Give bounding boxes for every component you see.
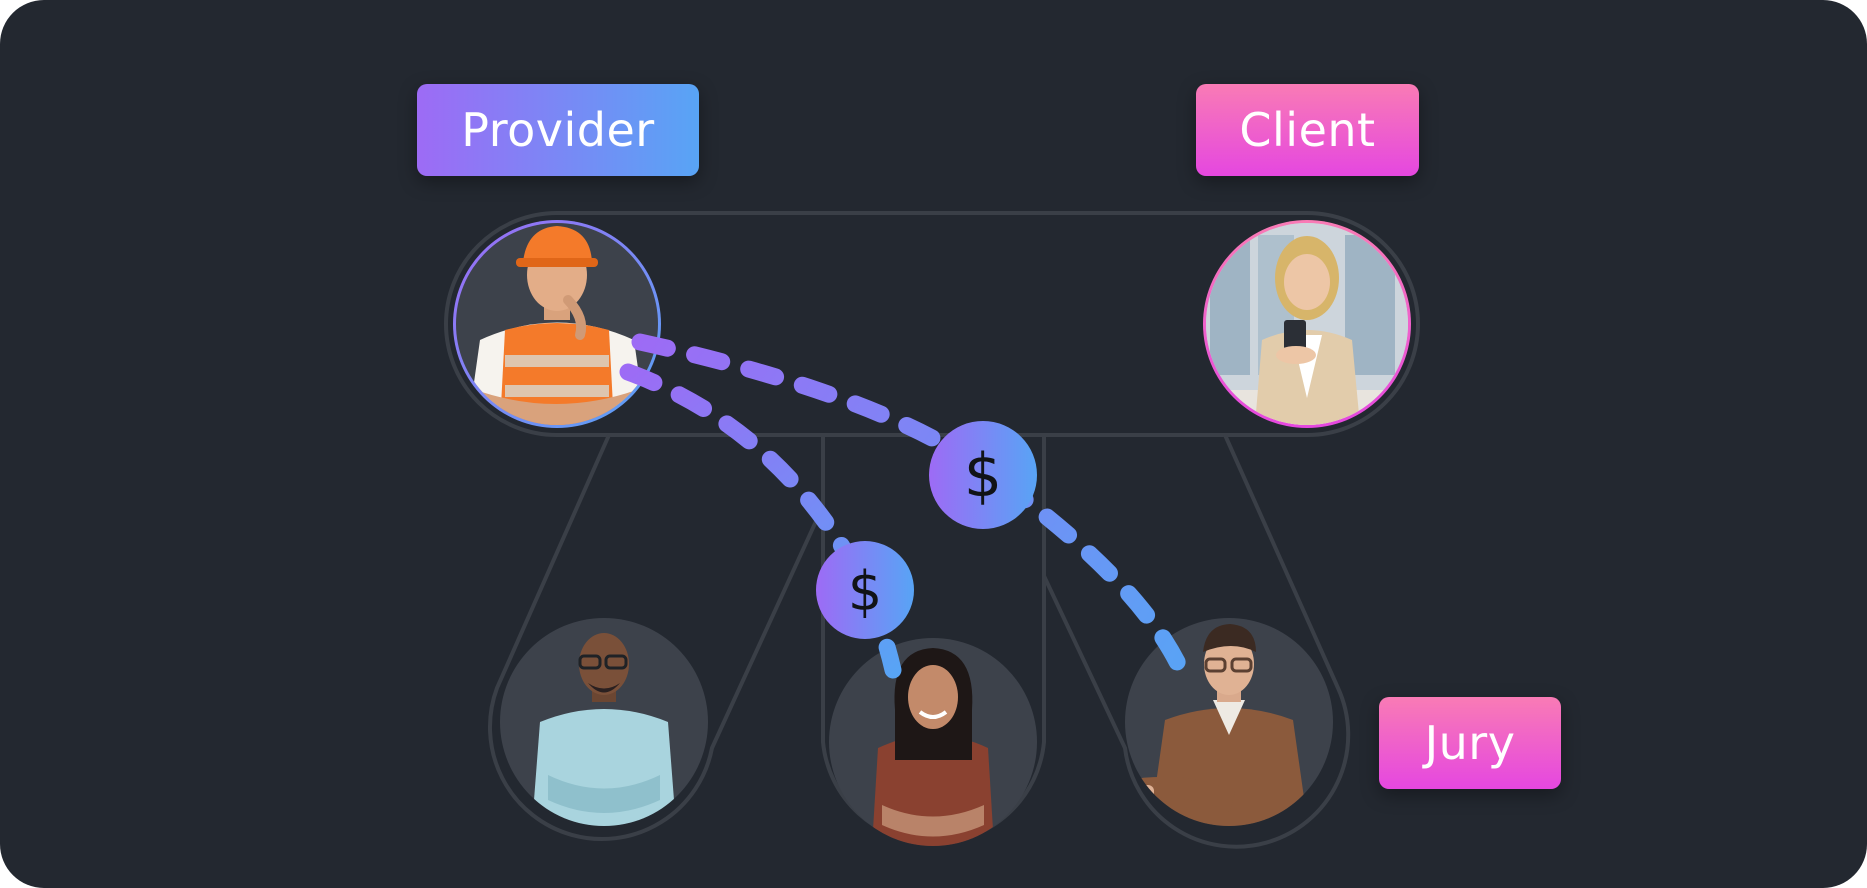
provider-label: Provider	[417, 84, 699, 176]
client-label: Client	[1196, 84, 1419, 176]
payment-flow-to-juror-3	[631, 333, 1191, 681]
coin-small: $	[816, 541, 914, 639]
juror-avatar-2	[829, 638, 1037, 846]
juror-woman-figure	[872, 648, 994, 846]
coin-large: $	[929, 421, 1037, 529]
coin-large-symbol: $	[964, 441, 1002, 511]
juror-man-glasses-figure	[532, 633, 676, 826]
construction-worker-figure	[468, 226, 646, 425]
juror-man-desk-figure	[1125, 624, 1308, 826]
juror-avatar-3	[1125, 618, 1333, 826]
jury-label: Jury	[1379, 697, 1561, 789]
client-avatar	[1203, 220, 1411, 428]
provider-avatar	[453, 220, 661, 428]
coin-small-symbol: $	[848, 560, 882, 623]
juror-avatar-1	[500, 618, 708, 826]
